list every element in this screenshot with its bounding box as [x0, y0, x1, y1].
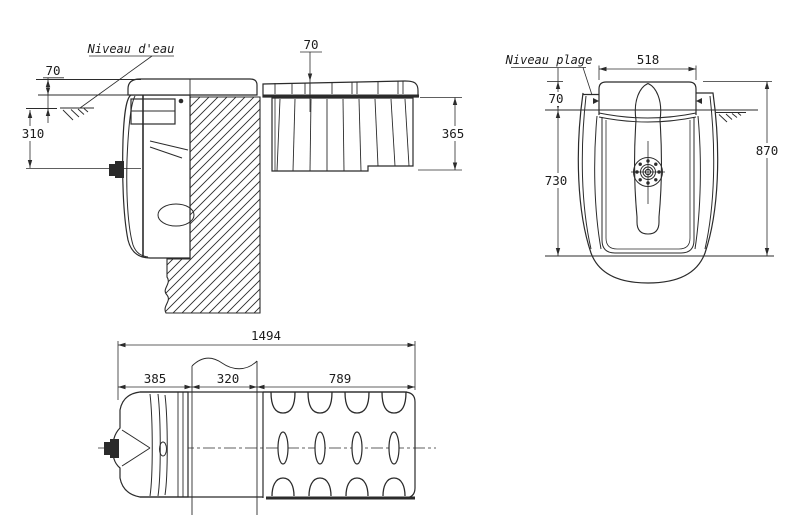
- dim-wall-thickness: 320: [217, 371, 240, 386]
- nozzle-cone: [121, 429, 151, 467]
- basket-outline: [157, 203, 195, 227]
- beach-level-label: Niveau plage: [505, 53, 593, 67]
- grille-shadow-band: [266, 496, 415, 500]
- dim-beach-length: 789: [329, 371, 352, 386]
- dim-above-water: 70: [548, 91, 563, 106]
- side-section-view: Niveau d'eau 70 310 70 365: [19, 37, 467, 314]
- beach-ribs: [276, 98, 410, 172]
- dim-deck-above-water: 70: [45, 63, 60, 78]
- screw-icon: [178, 98, 184, 104]
- water-level: [26, 79, 141, 121]
- drain-fitting-icon: [104, 442, 110, 455]
- water-level-label: Niveau d'eau: [87, 42, 175, 56]
- dim-beach-edge: 70: [303, 37, 318, 52]
- grille-slots: [277, 431, 400, 465]
- pool-wall-section: [164, 96, 261, 314]
- grille-scallops: [270, 391, 407, 497]
- beach-shadow-band: [263, 94, 419, 98]
- lid-clip-right-icon: [696, 98, 702, 104]
- dim-total-length: 1494: [251, 328, 281, 343]
- return-fitting-icon: [631, 141, 665, 204]
- skimmer-mouth: [130, 98, 176, 125]
- water-level-icon: [716, 112, 746, 123]
- front-water-level: [545, 109, 774, 257]
- plan-body: [104, 391, 189, 498]
- plan-view: 1494 385 320 789: [98, 328, 436, 515]
- outlet-pipe-fitting: [26, 161, 141, 178]
- front-view: Niveau plage 518 70 730 870: [505, 52, 782, 284]
- inner-liner: [601, 117, 695, 254]
- dim-beach-height: 365: [442, 126, 465, 141]
- lid-clip-left-icon: [593, 98, 599, 104]
- side-view-dimensions: [19, 51, 467, 171]
- dim-water-to-base: 730: [545, 173, 568, 188]
- dim-body-length: 385: [144, 371, 167, 386]
- front-lid: [593, 81, 702, 123]
- dim-water-to-outlet: 310: [22, 126, 45, 141]
- water-level-icon: [60, 107, 94, 121]
- dim-total-height: 870: [756, 143, 779, 158]
- weir-flap: [149, 140, 189, 159]
- center-cover: [634, 82, 662, 235]
- skimmer-body: [122, 94, 195, 259]
- plan-view-dimensions: [117, 341, 416, 400]
- front-view-dimensions: [511, 65, 782, 256]
- beach-side-view: [262, 80, 419, 172]
- plan-grille: [140, 391, 416, 500]
- skimmer-lid: [127, 78, 258, 96]
- dim-lid-width: 518: [637, 52, 660, 67]
